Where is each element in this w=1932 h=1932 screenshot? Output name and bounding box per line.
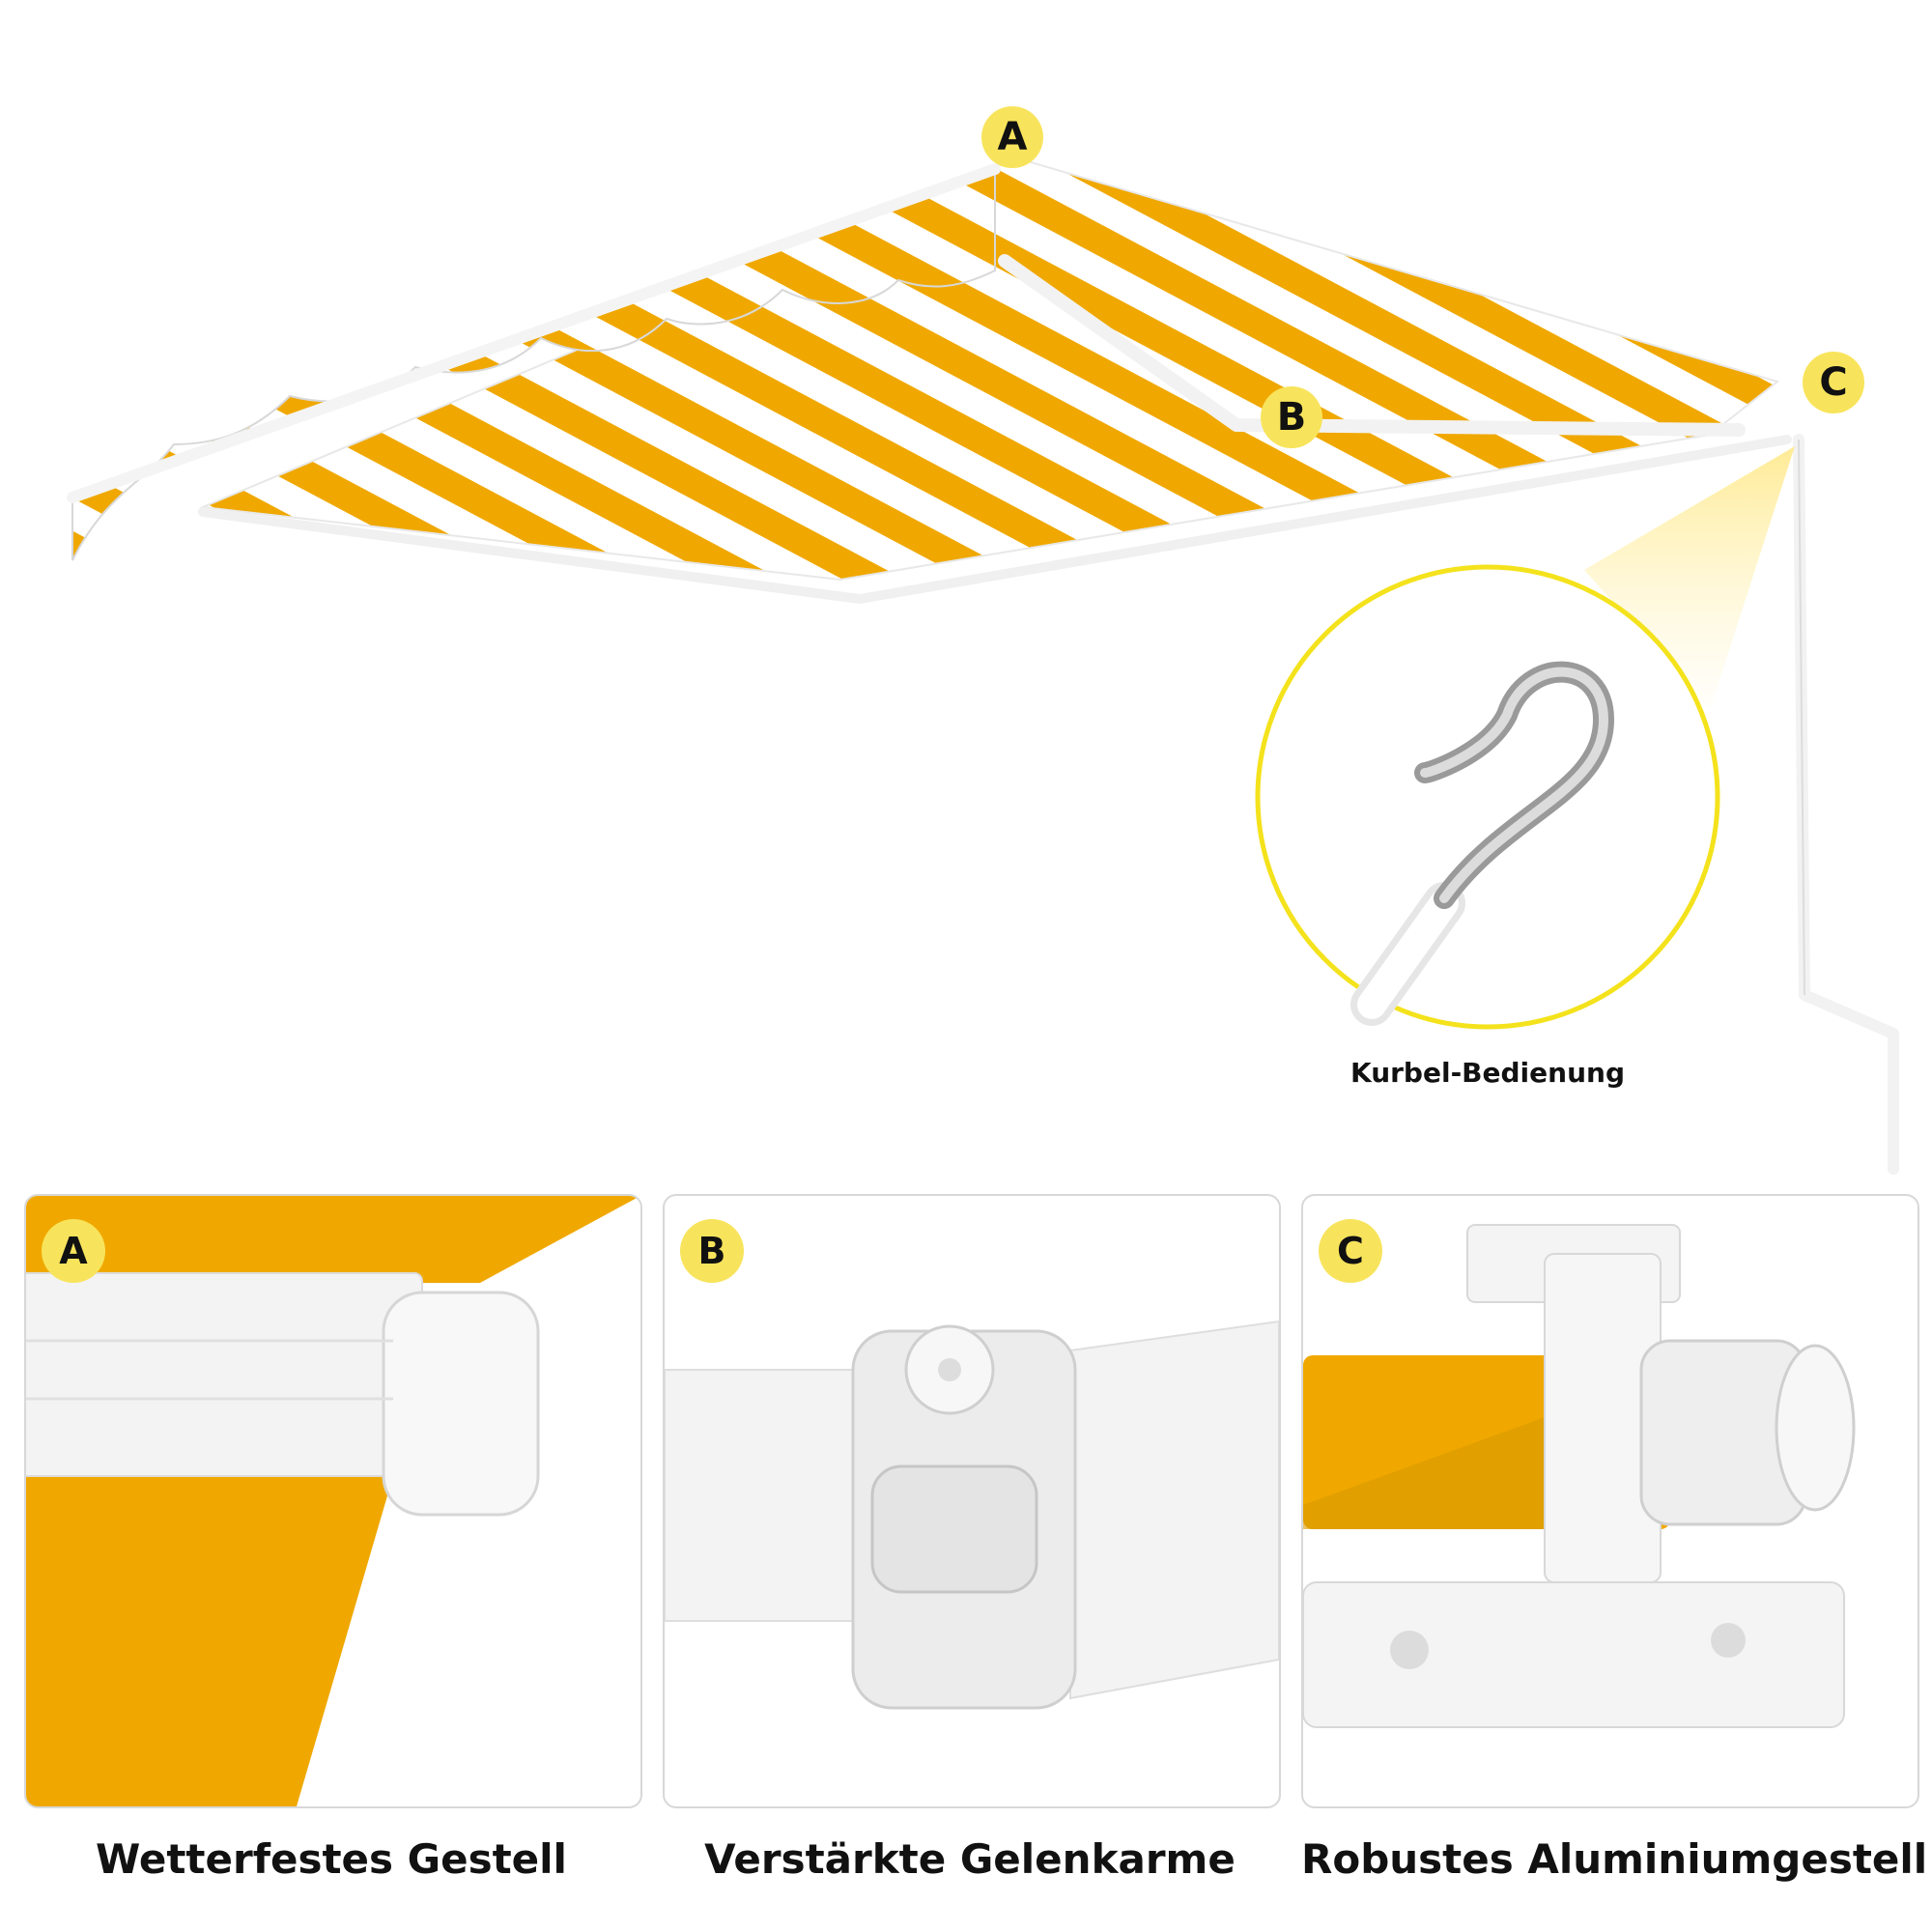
front-bar [67,163,1001,503]
caption-panel-a: Wetterfestes Gestell [96,1835,567,1883]
callout-circle [1255,564,1720,1030]
caption-panel-c: Robustes Aluminiumgestell [1301,1835,1928,1883]
awning-illustration [67,153,1899,1175]
panel-b-marker: B [680,1219,744,1283]
crank-hook-icon [1350,661,1615,1026]
callout-label: Kurbel-Bedienung [1350,1057,1625,1089]
marker-c: C [1803,352,1864,413]
detail-panel-a: A [24,1194,642,1808]
marker-a: A [981,106,1043,168]
folding-arm [998,254,1746,437]
marker-b: B [1261,386,1322,448]
caption-panel-b: Verstärkte Gelenkarme [704,1835,1236,1883]
panel-c-marker: C [1319,1219,1382,1283]
detail-panel-b: B [663,1194,1281,1808]
detail-panel-c: C [1301,1194,1919,1808]
crank-rod [1793,434,1899,1175]
bottom-rail [198,507,865,604]
awning-valance [71,172,996,561]
panel-a-marker: A [42,1219,105,1283]
